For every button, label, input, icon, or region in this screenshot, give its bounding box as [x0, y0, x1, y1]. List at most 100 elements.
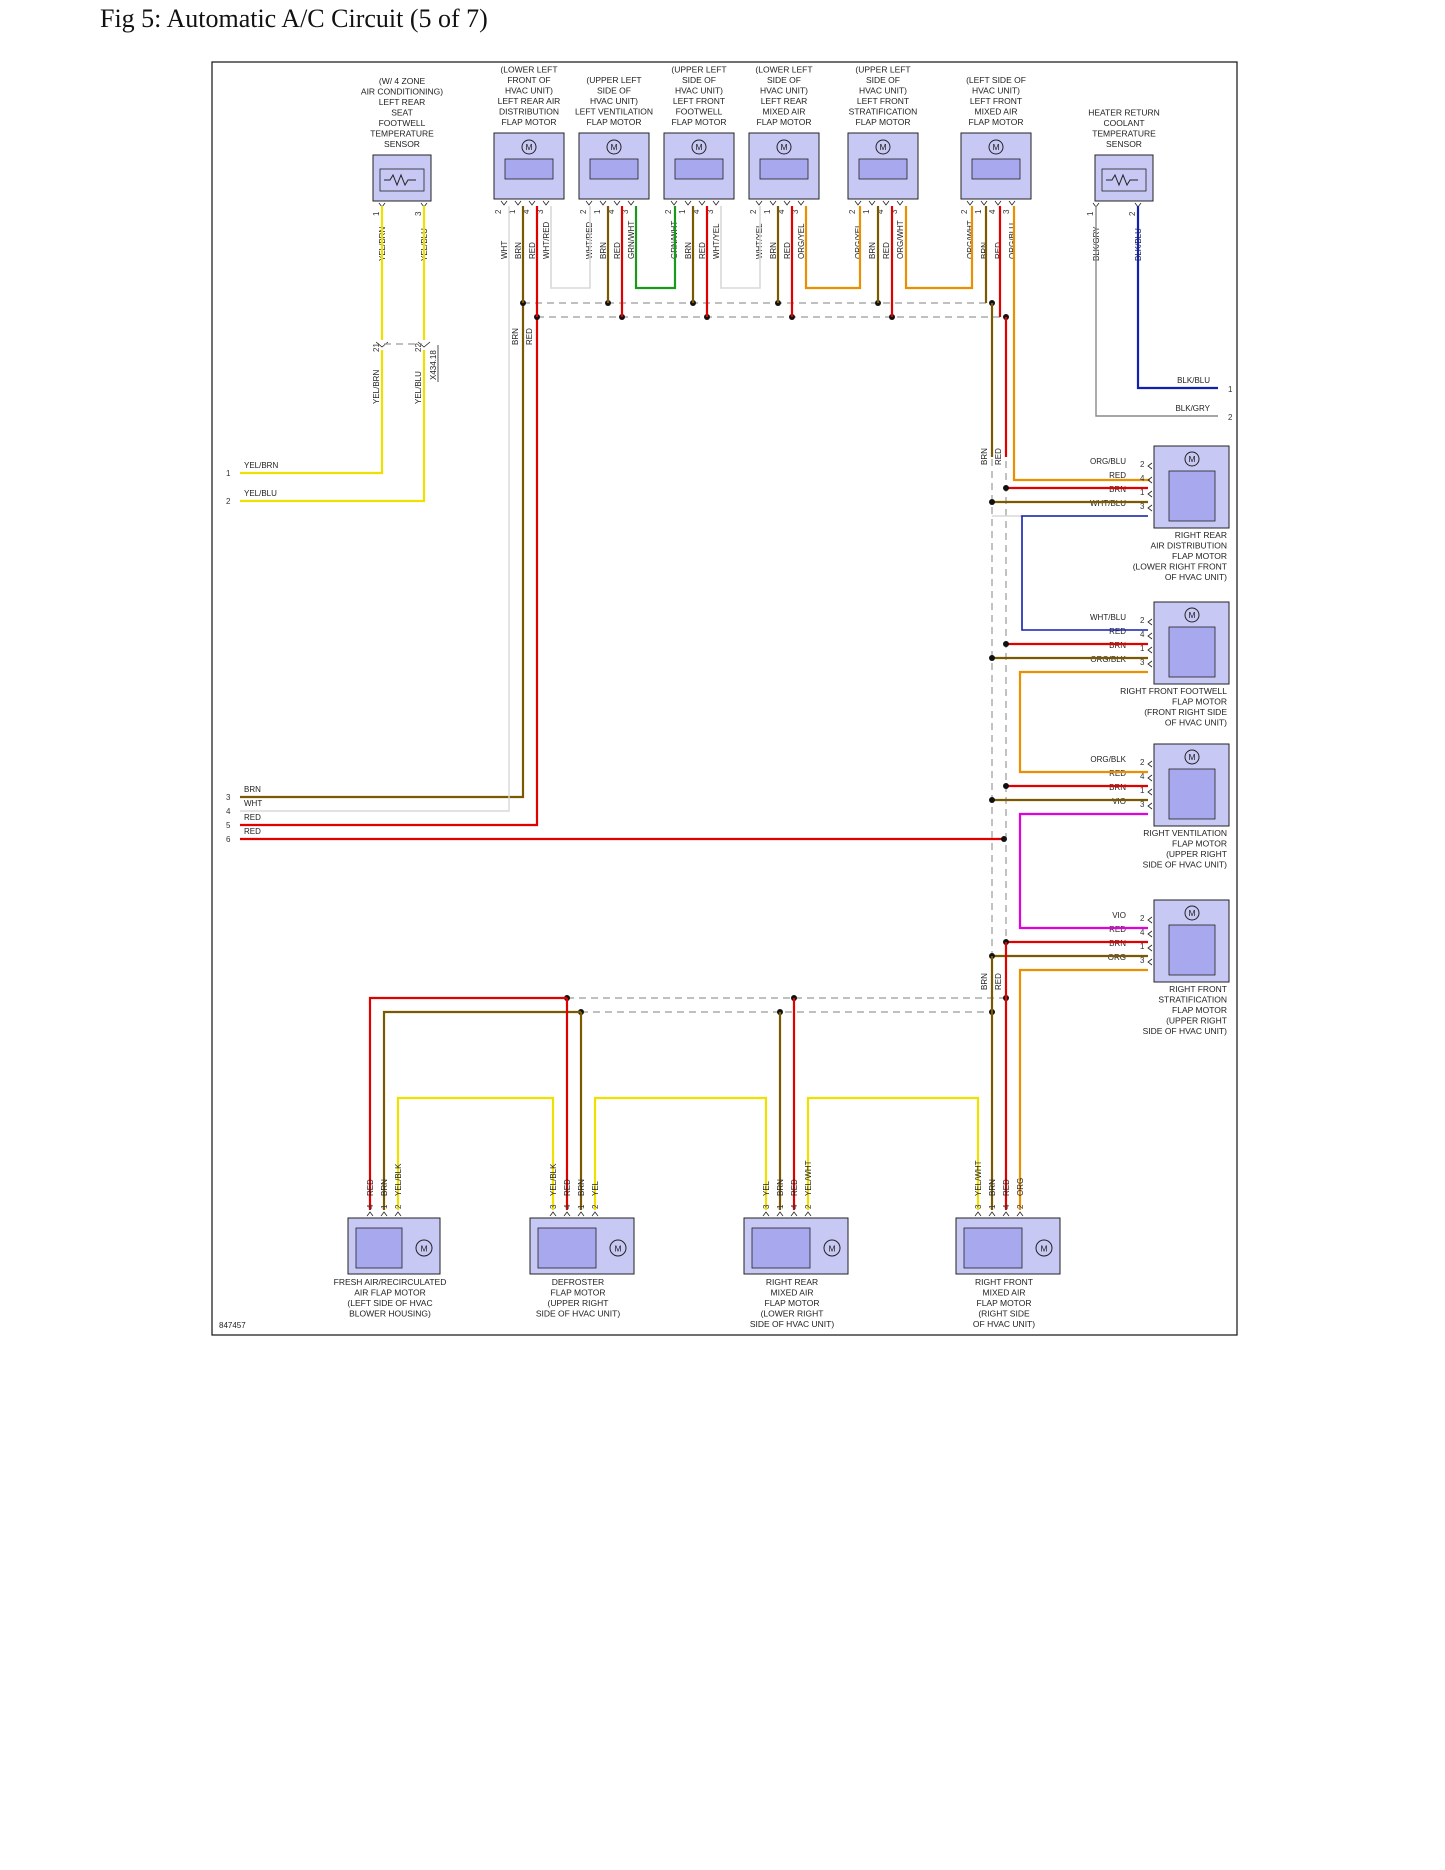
wire-brn — [382, 1010, 581, 1210]
pin-arrow-icon — [712, 200, 720, 206]
component-label: AIR CONDITIONING) — [361, 87, 443, 97]
pin-arrow-icon — [762, 1211, 770, 1217]
component-label: FLAP MOTOR — [672, 117, 727, 127]
motor-body — [674, 158, 724, 180]
component-label: OF HVAC UNIT) — [1165, 572, 1227, 582]
pin-number: 1 — [1086, 211, 1095, 216]
pin-number: 4 — [563, 1204, 572, 1209]
motor-symbol: M — [1188, 454, 1195, 464]
motor-body — [1168, 768, 1216, 820]
terminal-wire-label: BLK/GRY — [1175, 404, 1210, 413]
component-label: HVAC UNIT) — [505, 86, 553, 96]
connector-pin-number: 22 — [414, 343, 423, 352]
pin-number: 3 — [974, 1204, 983, 1209]
pin-arrow-icon — [394, 1211, 402, 1217]
component-label: FLAP MOTOR — [765, 1298, 820, 1308]
pin-arrow-icon — [966, 200, 974, 206]
motor-icon — [1035, 1239, 1053, 1257]
splice-dot — [989, 655, 995, 661]
component-label: FLAP MOTOR — [977, 1298, 1032, 1308]
wire-org-yel — [804, 206, 862, 290]
pin-arrow-icon — [1147, 504, 1153, 512]
wire-color-label: BRN — [1109, 641, 1126, 650]
pin-arrow-icon — [366, 1211, 374, 1217]
wire-color-label: BRN — [1109, 939, 1126, 948]
pin-arrow-icon — [627, 200, 635, 206]
component-label: FRONT OF — [507, 75, 550, 85]
pin-number: 1 — [1140, 488, 1145, 497]
pin-arrow-icon — [1147, 632, 1153, 640]
pin-number: 1 — [1140, 786, 1145, 795]
pin-arrow-icon — [882, 200, 890, 206]
component-label: COOLANT — [1103, 118, 1144, 128]
pin-arrow-icon — [549, 1211, 557, 1217]
component-label: (W/ 4 ZONE — [379, 76, 426, 86]
pin-arrow-icon — [797, 200, 805, 206]
wire-color-label: YEL/BLK — [394, 1163, 403, 1196]
wire-color-label: GRN/WHT — [627, 221, 636, 259]
pin-arrow-icon — [776, 1211, 784, 1217]
wire-red — [240, 317, 539, 827]
pin-arrow-icon — [1147, 660, 1153, 668]
component-label: FLAP MOTOR — [757, 117, 812, 127]
pin-number: 2 — [1140, 914, 1145, 923]
wire-color-label: RED — [1109, 471, 1126, 480]
pin-number: 4 — [876, 209, 885, 214]
pin-number: 2 — [591, 1204, 600, 1209]
component-label: (FRONT RIGHT SIDE — [1144, 707, 1227, 717]
component-label: FLAP MOTOR — [502, 117, 557, 127]
wire-color-label: YEL/BLK — [549, 1163, 558, 1196]
pin-number: 3 — [621, 209, 630, 214]
terminal-wire-label: WHT — [244, 799, 262, 808]
component-label: RIGHT FRONT — [1169, 984, 1227, 994]
pin-arrow-icon — [1147, 930, 1153, 938]
wire-color-label: YEL/WHT — [804, 1160, 813, 1196]
motor-symbol: M — [992, 142, 999, 152]
resistor-icon — [384, 173, 416, 187]
pin-arrow-icon — [613, 200, 621, 206]
splice-dot — [989, 499, 995, 505]
bus-label: BRN — [511, 328, 520, 345]
motor-icon — [1184, 749, 1200, 765]
component-label: AIR FLAP MOTOR — [354, 1288, 425, 1298]
wire-brn — [240, 305, 525, 799]
component-label: MIXED AIR — [975, 107, 1018, 117]
component-label: (UPPER RIGHT — [1166, 849, 1227, 859]
pin-arrow-icon — [1147, 774, 1153, 782]
component-label: (LOWER LEFT — [500, 65, 557, 75]
component-label: (LEFT SIDE OF HVAC — [347, 1298, 432, 1308]
temperature-sensor — [1094, 154, 1154, 202]
component-label: (LOWER LEFT — [755, 65, 812, 75]
wire-yel-wht — [806, 1096, 980, 1210]
pin-arrow-icon — [1147, 944, 1153, 952]
terminal-wire-label: YEL/BLU — [244, 489, 277, 498]
component-label: (LOWER RIGHT — [761, 1309, 824, 1319]
component-label: HVAC UNIT) — [675, 86, 723, 96]
wire-color-label: YEL/BRN — [372, 370, 381, 404]
pin-number: 1 — [593, 209, 602, 214]
wire-color-label: WHT/RED — [542, 221, 551, 259]
component-label: HVAC UNIT) — [972, 86, 1020, 96]
terminal-wire-label: BLK/BLU — [1177, 376, 1210, 385]
pin-arrow-icon — [1147, 802, 1153, 810]
pin-arrow-icon — [1147, 618, 1153, 626]
component-label: HVAC UNIT) — [859, 86, 907, 96]
pin-number: 4 — [777, 209, 786, 214]
component-label: RIGHT VENTILATION — [1143, 828, 1227, 838]
wire-org-wht — [904, 206, 974, 290]
connector-pin-number: 21 — [372, 343, 381, 352]
wire-yel-blu — [240, 350, 426, 503]
motor-symbol: M — [525, 142, 532, 152]
pin-number: 3 — [1002, 209, 1011, 214]
pin-arrow-icon — [585, 200, 593, 206]
pin-number: 1 — [678, 209, 687, 214]
motor-symbol: M — [420, 1244, 427, 1254]
wire-blk-gry — [1095, 206, 1218, 417]
wire-color-label: ORG/YEL — [797, 223, 806, 259]
thermistor-icon — [379, 168, 425, 192]
wire-color-label: ORG/BLU — [1008, 223, 1017, 259]
terminal-wire-label: YEL/BRN — [244, 461, 278, 470]
figure-title: Fig 5: Automatic A/C Circuit (5 of 7) — [100, 4, 488, 33]
motor-icon — [415, 1239, 433, 1257]
pin-arrow-icon — [514, 200, 522, 206]
